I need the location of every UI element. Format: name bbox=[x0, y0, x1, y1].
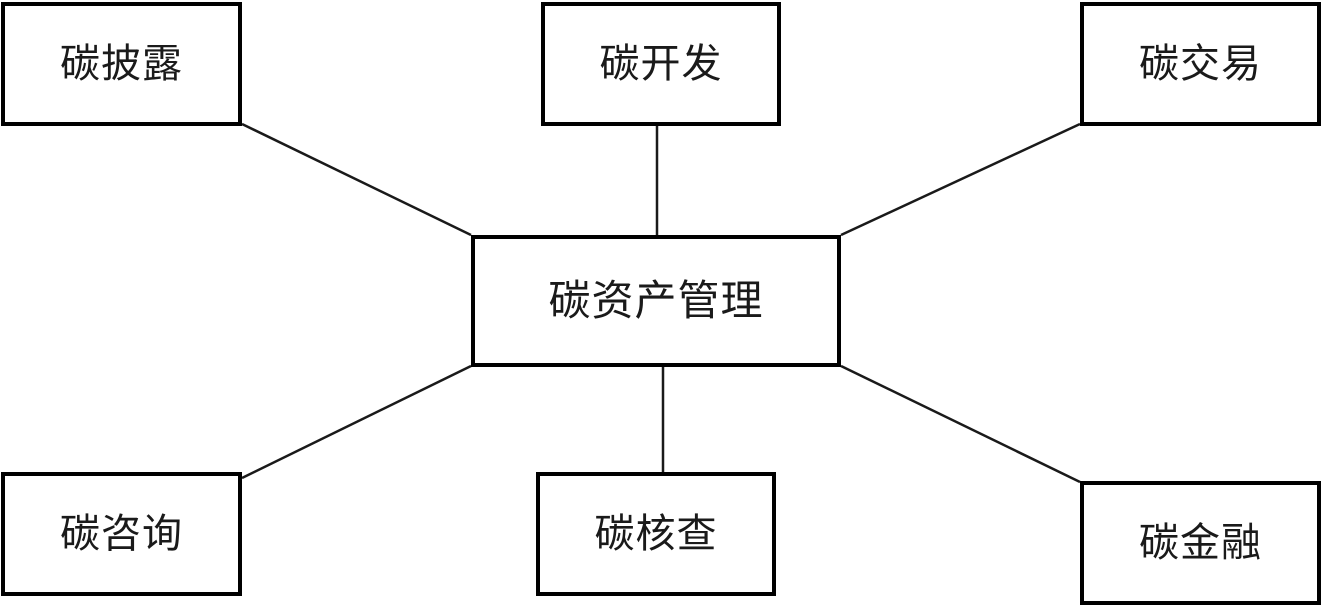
node-carbon-asset-management: 碳资产管理 bbox=[471, 235, 841, 367]
node-carbon-development: 碳开发 bbox=[541, 2, 781, 126]
node-carbon-disclosure: 碳披露 bbox=[1, 2, 242, 126]
edge-center-finance bbox=[840, 364, 1081, 484]
node-label: 碳核查 bbox=[594, 511, 718, 557]
node-label: 碳披露 bbox=[60, 41, 183, 87]
node-carbon-trading: 碳交易 bbox=[1080, 2, 1321, 126]
node-label: 碳开发 bbox=[599, 41, 723, 87]
node-carbon-finance: 碳金融 bbox=[1080, 481, 1321, 605]
edge-center-consulting bbox=[241, 364, 472, 480]
edge-center-trading bbox=[840, 122, 1081, 237]
node-carbon-consulting: 碳咨询 bbox=[1, 472, 242, 596]
node-carbon-verification: 碳核查 bbox=[536, 472, 776, 596]
center-node-label: 碳资产管理 bbox=[548, 276, 764, 325]
node-label: 碳交易 bbox=[1139, 41, 1262, 87]
node-label: 碳金融 bbox=[1139, 520, 1262, 566]
node-label: 碳咨询 bbox=[60, 511, 183, 557]
edge-center-disclosure bbox=[241, 122, 472, 237]
